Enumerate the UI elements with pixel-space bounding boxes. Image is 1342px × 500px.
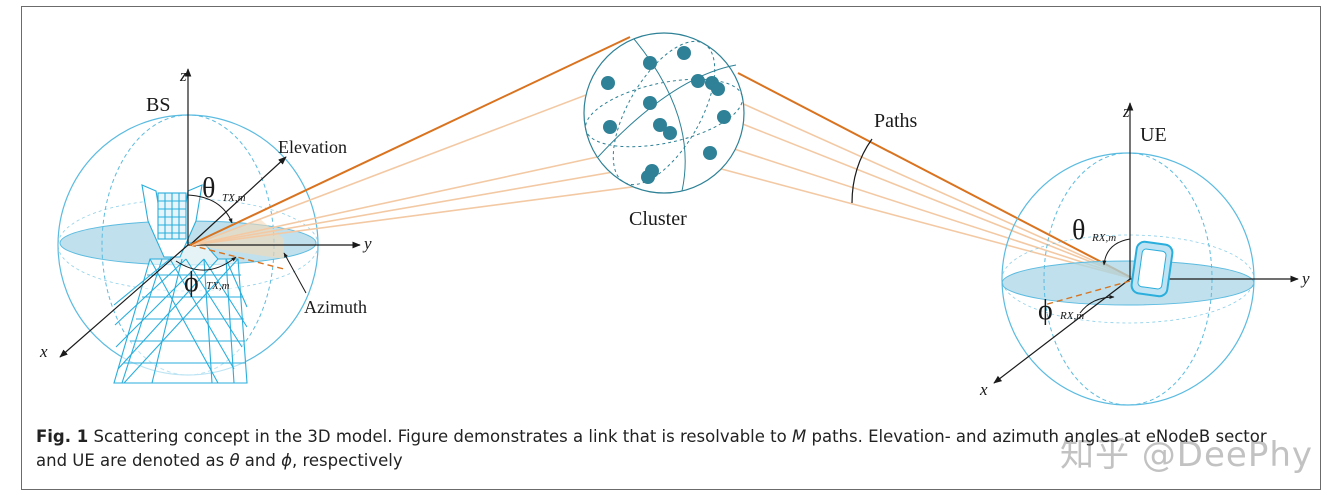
caption-text-1: Scattering concept in the 3D model. Figu… <box>88 427 792 446</box>
bs-elevation-wedge <box>190 219 284 245</box>
path-line <box>713 166 1135 280</box>
elevation-label: Elevation <box>278 137 347 157</box>
ue-label: UE <box>1140 124 1167 146</box>
bs-label: BS <box>146 94 170 116</box>
scatterer-dot <box>643 96 657 110</box>
scatterer-dot <box>691 74 705 88</box>
ue-azimuth-projection <box>1043 280 1131 306</box>
path-main-line <box>737 72 1135 280</box>
paths-bracket <box>851 138 873 204</box>
path-line <box>191 166 643 246</box>
phi-tx-symbol: ϕ <box>184 267 199 298</box>
caption-m: M <box>791 427 807 446</box>
scatterer-dot <box>653 118 667 132</box>
figure-caption: Fig. 1 Scattering concept in the 3D mode… <box>36 425 1296 473</box>
scatterer-dot <box>717 110 731 124</box>
caption-text-4: , respectively <box>291 451 403 470</box>
bs-azimuth-projection <box>189 244 285 270</box>
bs-tower-icon <box>113 184 248 384</box>
cluster-sphere-ring <box>584 78 744 148</box>
theta-tx-symbol: θ <box>202 173 215 204</box>
caption-fig-label: Fig. 1 <box>36 427 89 446</box>
bs-phi-arc <box>175 256 237 271</box>
path-line <box>727 146 1135 280</box>
theta-rx-subscript: RX,m <box>1091 232 1116 244</box>
bs-y-label: y <box>362 234 372 253</box>
scatterer-dot <box>677 46 691 60</box>
ue-y-label: y <box>1300 269 1310 288</box>
phi-rx-symbol: ϕ <box>1038 295 1053 326</box>
scatterer-dot <box>601 76 615 90</box>
caption-phi: ϕ <box>281 451 292 470</box>
path-line <box>191 78 629 246</box>
bs-z-label: z <box>179 66 187 85</box>
bs-azimuth-pointer <box>283 252 307 294</box>
path-line <box>729 118 1135 280</box>
bs-group: BS z y x Elevation Azimuth θ TX,m ϕ TX,m <box>39 66 372 384</box>
path-line <box>191 148 635 246</box>
scattering-diagram: BS z y x Elevation Azimuth θ TX,m ϕ TX,m… <box>39 32 1310 406</box>
watermark-text: 知乎 @DeePhy <box>1060 435 1313 475</box>
theta-tx-subscript: TX,m <box>222 192 246 204</box>
path-main-line <box>189 36 631 246</box>
ue-x-label: x <box>979 380 988 399</box>
figure-frame: BS z y x Elevation Azimuth θ TX,m ϕ TX,m… <box>21 6 1321 490</box>
propagation-paths: Paths <box>189 36 1135 280</box>
bs-x-axis <box>59 244 189 358</box>
caption-text-3: and <box>239 451 282 470</box>
scatterer-dot <box>641 170 655 184</box>
ue-x-axis <box>993 278 1131 384</box>
azimuth-label: Azimuth <box>304 297 367 317</box>
ue-group: UE z y x θ RX,m ϕ RX,m <box>979 102 1310 406</box>
theta-rx-symbol: θ <box>1072 215 1085 246</box>
ue-phi-arc <box>1079 295 1115 314</box>
bs-x-label: x <box>39 342 48 361</box>
bs-azimuth-wedge <box>190 239 284 259</box>
path-line <box>191 182 663 246</box>
cluster-label: Cluster <box>629 208 687 230</box>
phi-rx-subscript: RX,m <box>1059 310 1084 322</box>
scatterer-dot <box>643 56 657 70</box>
ue-theta-arc <box>1102 238 1131 266</box>
phi-tx-subscript: TX,m <box>206 280 230 292</box>
scatterer-dot <box>703 146 717 160</box>
ue-phone-icon <box>1130 240 1174 298</box>
scatterer-dot <box>603 120 617 134</box>
caption-text-2: paths. Elevation- and azimuth angles at … <box>36 427 1267 470</box>
bs-elevation-arrow <box>189 156 287 246</box>
paths-label: Paths <box>874 110 918 132</box>
scatterer-dot <box>711 82 725 96</box>
path-line <box>727 96 1135 280</box>
bs-theta-arc <box>187 194 233 224</box>
cluster-group: Cluster <box>583 32 745 230</box>
ue-z-label: z <box>1122 102 1130 121</box>
caption-theta: θ <box>229 451 240 470</box>
scatterer-dot <box>663 126 677 140</box>
